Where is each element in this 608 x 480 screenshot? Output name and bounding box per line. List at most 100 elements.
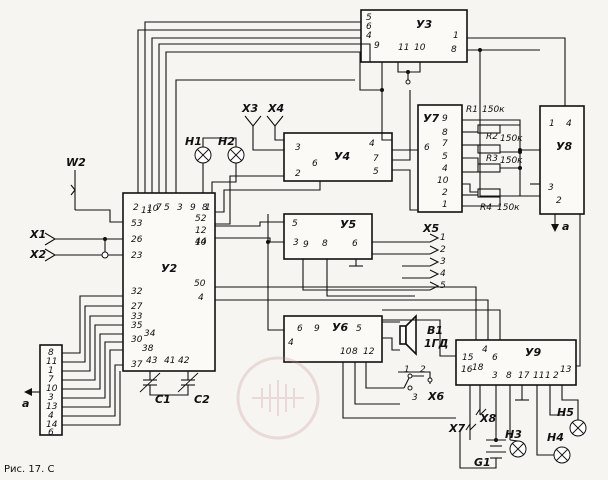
pin-number-label: 8 — [352, 347, 358, 357]
schematic-stroke — [215, 237, 284, 243]
left-connector — [39, 344, 63, 436]
pin-number-label: 8 — [202, 203, 208, 213]
pin-number-label: 4 — [48, 411, 54, 421]
schematic-stroke — [24, 388, 32, 396]
schematic-stroke — [405, 79, 411, 85]
pin-number-label: 8 — [48, 348, 54, 358]
pin-number-label: 10 — [46, 384, 58, 394]
schematic-stroke — [165, 51, 383, 193]
pin-number-label: 8 — [322, 239, 328, 249]
schematic-stroke — [103, 237, 107, 241]
pin-number-label: 43 — [146, 356, 158, 366]
pin-number-label: 3 — [492, 371, 498, 381]
schematic-stroke — [479, 408, 487, 416]
pin-number-label: 2 — [440, 245, 446, 255]
pin-number-label: 11 — [533, 371, 544, 381]
pin-number-label: 41 — [164, 356, 175, 366]
watermark — [236, 356, 320, 440]
pin-number-label: 13 — [46, 402, 58, 412]
block-u5-label: У5 — [340, 218, 356, 231]
pin-number-label: 2 — [442, 188, 448, 198]
pin-number-label: 7 — [156, 203, 162, 213]
label-h1: H1 — [185, 135, 202, 148]
pin-number-label: 2 — [553, 371, 559, 381]
schematic-stroke — [266, 240, 270, 244]
schematic-stroke — [551, 224, 559, 232]
pin-number-label: 4 — [369, 139, 375, 149]
block-u5 — [283, 213, 373, 260]
schematic-stroke — [144, 21, 361, 193]
schematic-stroke — [561, 385, 579, 420]
schematic-stroke — [462, 183, 478, 193]
schematic-stroke — [407, 373, 413, 379]
label-r2: R2 — [486, 132, 498, 142]
pin-number-label: 52 — [195, 214, 207, 224]
label-r3: R3 — [486, 154, 498, 164]
pin-number-label: 32 — [131, 287, 143, 297]
pin-number-label: 4 — [288, 338, 294, 348]
schematic-stroke — [149, 385, 189, 396]
schematic-stroke — [462, 197, 501, 207]
schematic-stroke — [477, 163, 501, 173]
pin-number-label: 9 — [303, 240, 309, 250]
label-c1: C1 — [155, 393, 171, 406]
pin-number-label: 6 — [492, 353, 498, 363]
block-u3 — [360, 9, 468, 63]
schematic-stroke — [381, 90, 392, 141]
pin-number-label: 11 — [141, 206, 152, 216]
schematic-stroke — [555, 448, 569, 462]
schematic-stroke — [509, 439, 519, 442]
schematic-stroke — [429, 245, 440, 255]
schematic-stroke — [576, 214, 581, 367]
schematic-stroke — [137, 29, 361, 193]
schematic-stroke — [475, 408, 481, 416]
block-u2 — [122, 192, 216, 372]
schematic-stroke — [477, 124, 501, 134]
pin-number-label: 27 — [131, 302, 143, 312]
schematic-stroke — [407, 385, 413, 391]
schematic-stroke — [494, 438, 498, 442]
pin-number-label: 18 — [472, 363, 484, 373]
schematic-stroke — [477, 188, 501, 198]
schematic-stroke — [244, 115, 262, 127]
label-h2: H2 — [218, 135, 235, 148]
schematic-stroke — [427, 377, 433, 383]
schematic-stroke — [477, 144, 501, 154]
schematic-stroke — [202, 137, 237, 147]
label-x7: X7 — [448, 422, 465, 435]
schematic-stroke — [267, 214, 284, 331]
pin-number-label: 3 — [412, 393, 418, 403]
schematic-stroke — [467, 37, 566, 106]
schematic-stroke — [382, 337, 400, 351]
pin-number-label: 14 — [46, 420, 58, 430]
label-h4: H4 — [547, 431, 564, 444]
schematic-stroke — [302, 259, 415, 291]
pin-number-label: 5 — [366, 13, 372, 23]
pin-number-label: 15 — [462, 353, 474, 363]
pin-number-label: 3 — [440, 257, 446, 267]
wires — [24, 21, 587, 469]
label-r4-value: 150к — [497, 203, 520, 213]
schematic-stroke — [549, 385, 565, 416]
block-u6 — [283, 315, 383, 363]
label-x2: X2 — [29, 248, 46, 261]
pin-number-label: 6 — [312, 159, 318, 169]
pin-number-label: 3 — [295, 143, 301, 153]
label-x3: X3 — [241, 102, 258, 115]
block-u2-label: У2 — [161, 262, 177, 275]
schematic-stroke — [382, 319, 456, 357]
schematic-stroke — [382, 309, 501, 340]
pin-number-label: 6 — [366, 22, 372, 32]
schematic-stroke — [429, 257, 440, 267]
pin-number-label: 6 — [48, 428, 54, 438]
schematic-stroke — [399, 325, 407, 345]
pin-number-label: 12 — [363, 347, 375, 357]
schematic-stroke — [62, 333, 123, 390]
schematic-stroke — [151, 37, 361, 193]
pin-number-label: 3 — [177, 203, 183, 213]
schematic-stroke — [62, 341, 123, 399]
schematic-stroke — [469, 423, 477, 431]
schematic-stroke — [236, 356, 320, 440]
schematic-stroke — [266, 115, 284, 127]
pin-number-label: 8 — [442, 128, 448, 138]
